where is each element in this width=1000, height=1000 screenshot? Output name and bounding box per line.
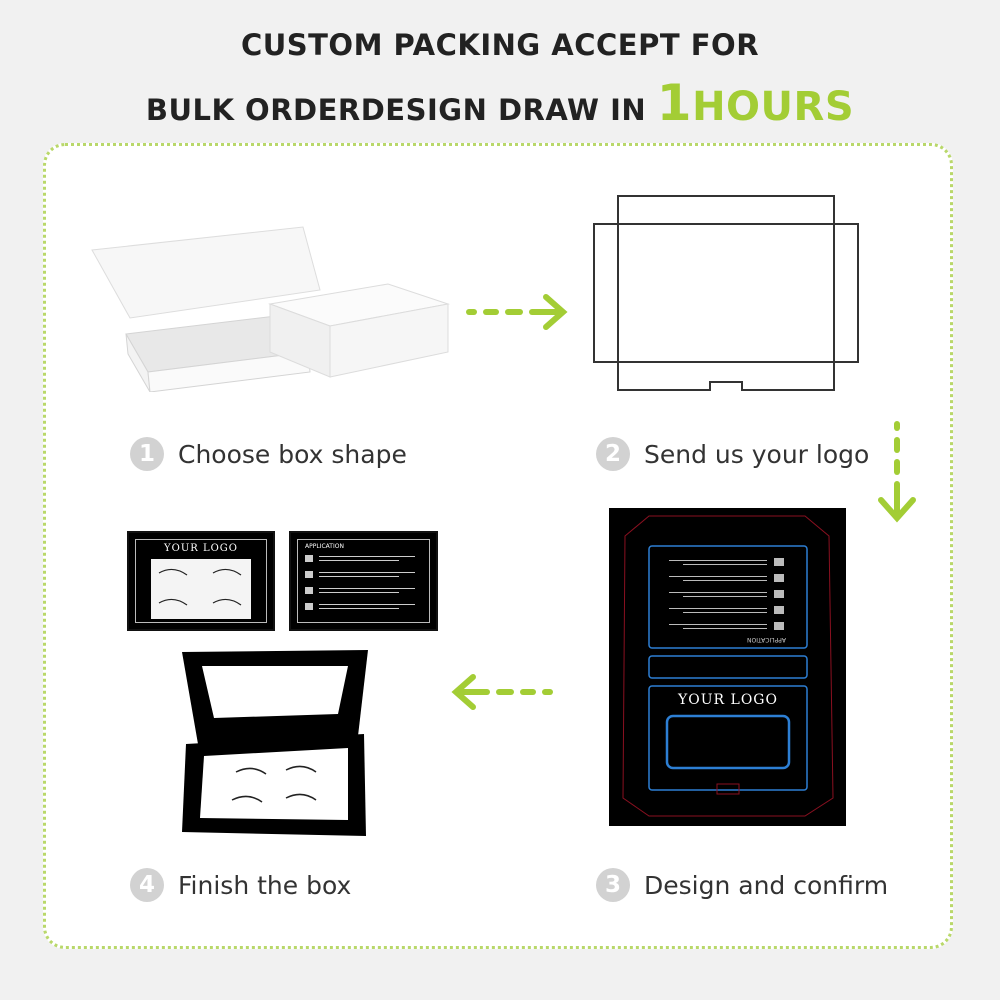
dieline-logo-text: YOUR LOGO xyxy=(678,692,778,708)
headline-unit: HOURS xyxy=(692,84,855,130)
step-2-number: 2 xyxy=(596,437,630,471)
finished-box-illustration xyxy=(182,650,368,836)
step-4: 4 Finish the box xyxy=(130,868,351,902)
lash-window xyxy=(151,559,251,619)
arrow-right-icon xyxy=(466,294,568,330)
step-3: 3 Design and confirm xyxy=(596,868,888,902)
logo-card: YOUR LOGO xyxy=(127,531,275,631)
application-card: APPLICATION xyxy=(289,531,438,631)
logo-card-text: YOUR LOGO xyxy=(164,543,238,554)
step-4-number: 4 xyxy=(130,868,164,902)
step-3-number: 3 xyxy=(596,868,630,902)
step-2-label: Send us your logo xyxy=(644,439,870,469)
instruction-lines xyxy=(305,555,415,610)
step-1-label: Choose box shape xyxy=(178,439,407,469)
application-card-title: APPLICATION xyxy=(305,543,344,550)
step-1-number: 1 xyxy=(130,437,164,471)
step-2: 2 Send us your logo xyxy=(596,437,869,471)
dieline-application-text: APPLICATION xyxy=(747,636,786,643)
step-3-label: Design and confirm xyxy=(644,870,889,900)
headline-line-2: BULK ORDERDESIGN DRAW IN 1HOURS xyxy=(0,74,1000,134)
arrow-down-icon xyxy=(878,421,916,523)
headline-prefix: BULK ORDERDESIGN DRAW IN xyxy=(145,93,657,127)
step-4-label: Finish the box xyxy=(178,870,352,900)
box-dieline-illustration xyxy=(593,195,859,391)
design-artwork: APPLICATION YOUR LOGO xyxy=(609,508,846,826)
dieline-outline xyxy=(622,515,834,817)
headline-number: 1 xyxy=(656,74,693,132)
headline-line-1: CUSTOM PACKING ACCEPT FOR xyxy=(240,28,760,62)
step-1: 1 Choose box shape xyxy=(130,437,407,471)
white-box-illustration xyxy=(91,226,450,392)
arrow-left-icon xyxy=(451,674,553,710)
eyelash-icon xyxy=(158,568,242,606)
